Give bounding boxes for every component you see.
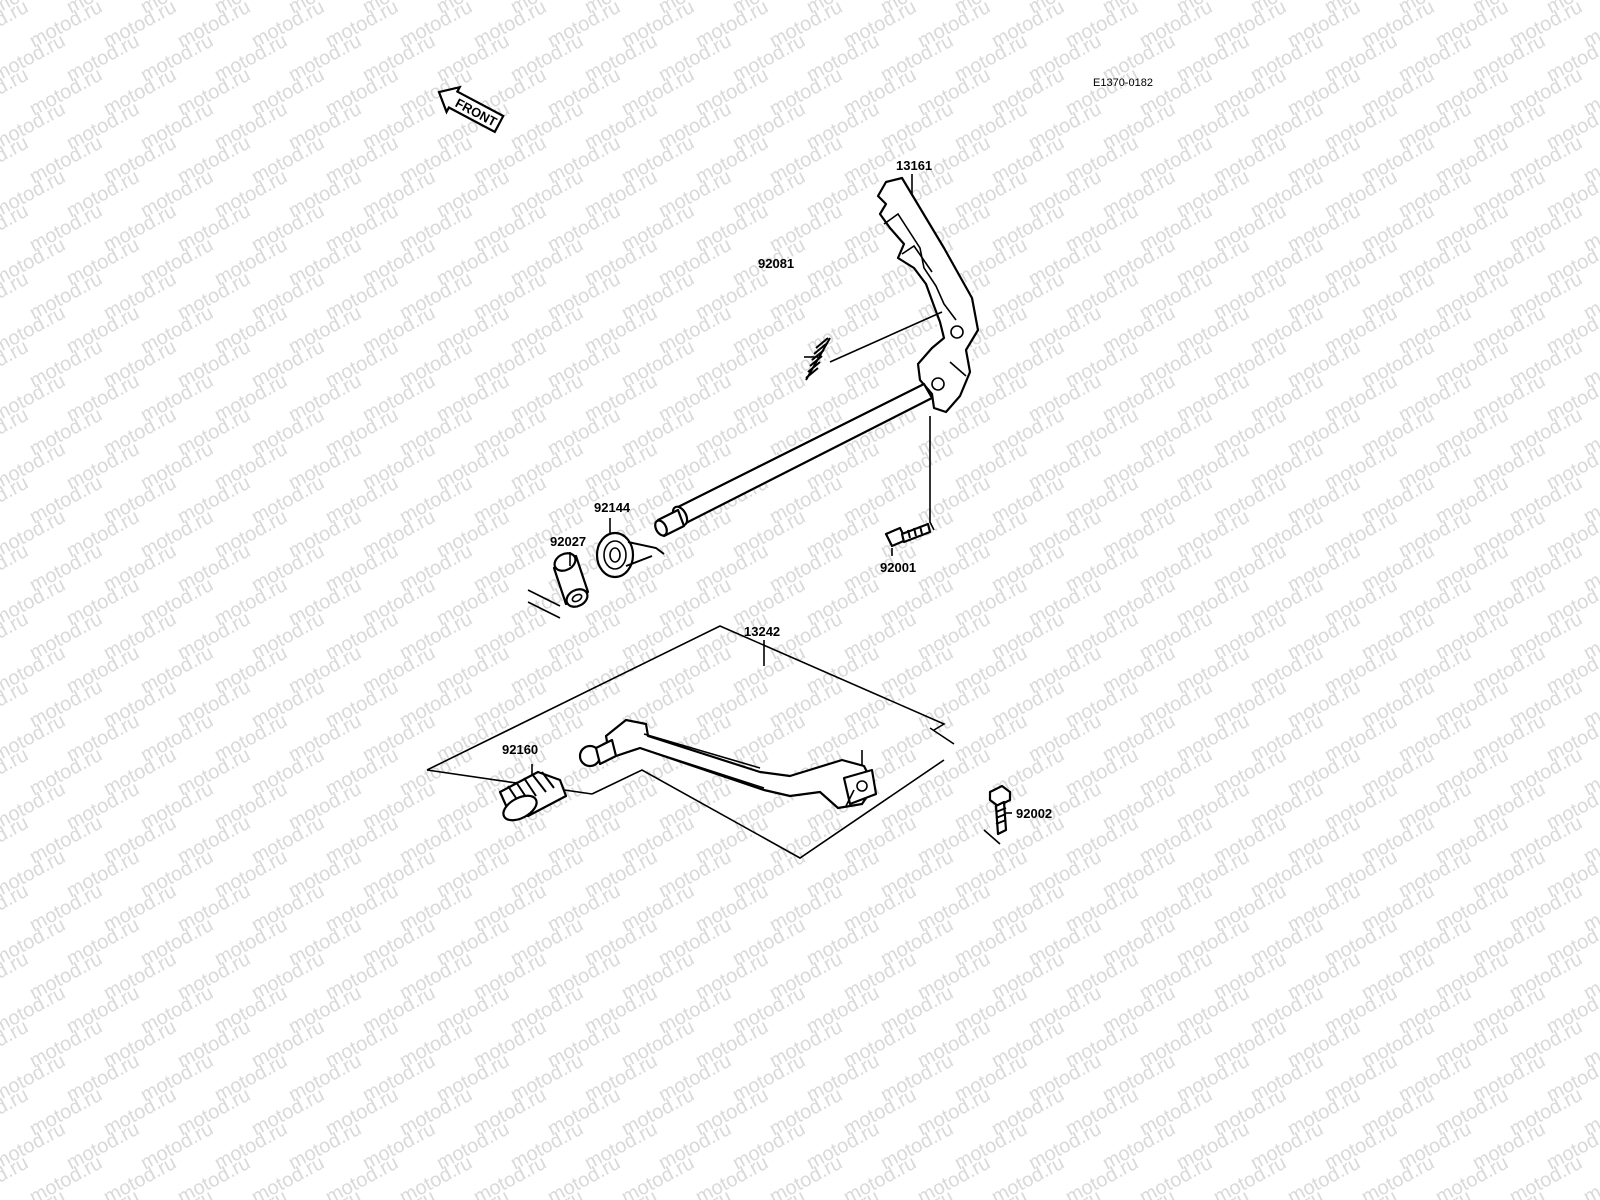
part-92160-rubber[interactable] (498, 770, 568, 825)
watermark-text: motod.ru (0, 812, 32, 868)
watermark-text: motod.ru (0, 200, 32, 256)
label-92160: 92160 (502, 742, 538, 757)
watermark-text: motod.ru (0, 404, 32, 460)
part-13161-shift-arm[interactable] (876, 176, 980, 414)
label-92081: 92081 (758, 256, 794, 271)
bracket-tick (929, 727, 955, 745)
part-13242-shift-pedal[interactable] (578, 718, 878, 810)
part-92002-bolt[interactable] (988, 784, 1012, 836)
watermark-text: motod.ru (0, 676, 32, 732)
watermark-text: motod.ru (0, 268, 32, 324)
watermark-text: motod.ru (1580, 1152, 1600, 1200)
watermark-text: motod.ru (0, 1016, 32, 1072)
guide-92081 (829, 311, 943, 363)
part-92144-return-spring[interactable] (595, 531, 665, 579)
watermark-text: motod.ru (0, 608, 32, 664)
label-92144: 92144 (594, 500, 631, 515)
break-lines-collar (527, 589, 561, 619)
label-92002: 92002 (1016, 806, 1052, 821)
assembly-bracket-13242 (426, 625, 946, 859)
part-92001-bolt[interactable] (884, 522, 932, 548)
watermark-text: motod.ru (0, 336, 32, 392)
watermark-text: motod.ru (0, 472, 32, 528)
label-92027: 92027 (550, 534, 586, 549)
label-13242: 13242 (744, 624, 780, 639)
watermark-text: motod.ru (0, 64, 32, 120)
watermark-text: motod.ru (0, 744, 32, 800)
part-92081-spring[interactable] (805, 337, 831, 381)
part-92027-collar[interactable] (552, 550, 591, 610)
doc-code: E1370-0182 (1093, 77, 1153, 89)
shift-shaft (654, 382, 934, 538)
watermark-text: motod.ru (0, 132, 32, 188)
watermark-text: motod.ru (0, 880, 32, 936)
watermark-text: motod.ru (0, 540, 32, 596)
watermark-text: motod.ru (0, 0, 32, 52)
label-13161: 13161 (896, 158, 932, 173)
watermark-text: motod.ru (0, 948, 32, 1004)
break-92002 (983, 829, 1001, 845)
guide-92001 (929, 416, 935, 531)
watermark-text: motod.ru (0, 1084, 32, 1140)
label-92001: 92001 (880, 560, 916, 575)
